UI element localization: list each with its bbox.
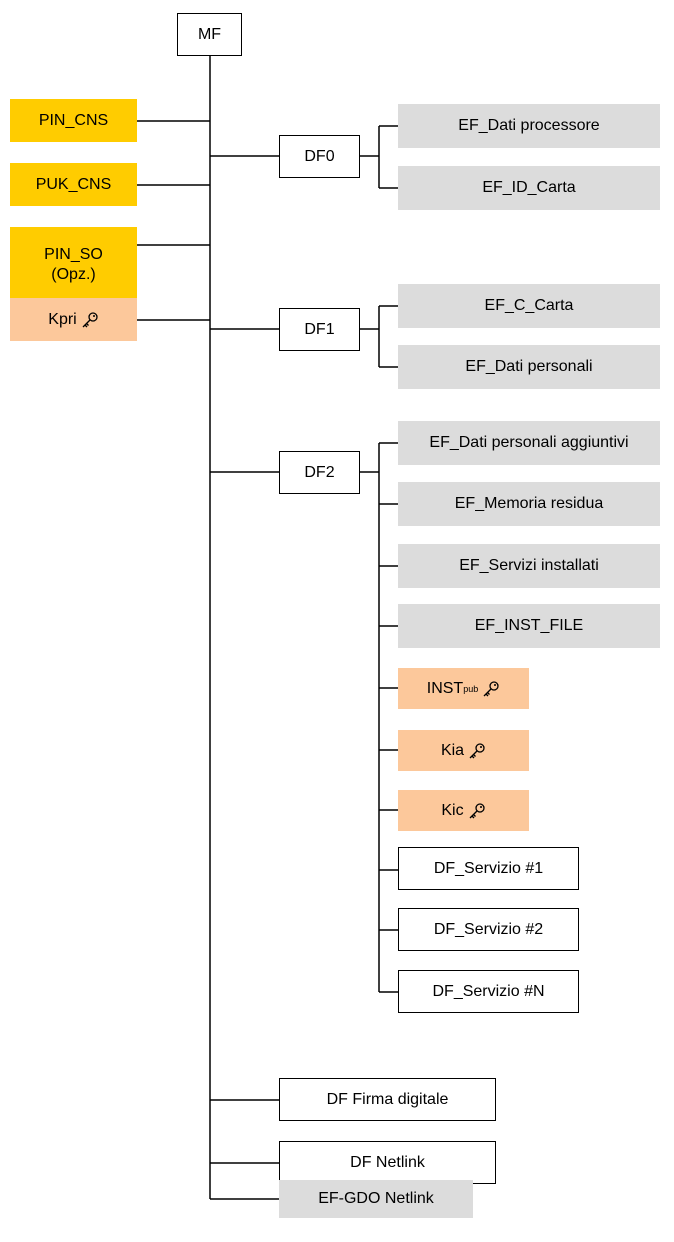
df-servizio-n-node: DF_Servizio #N: [398, 970, 579, 1013]
pin-cns-node: PIN_CNS: [10, 99, 137, 142]
ef-gdo-netlink-node: EF-GDO Netlink: [279, 1180, 473, 1218]
ef-dati-personali-aggiuntivi-label: EF_Dati personali aggiuntivi: [429, 434, 629, 451]
ef-c-carta-node: EF_C_Carta: [398, 284, 660, 328]
df2-label: DF2: [304, 463, 335, 481]
kic-label: Kic: [441, 801, 464, 819]
df-firma-digitale-node: DF Firma digitale: [279, 1078, 496, 1121]
ef-id-carta-node: EF_ID_Carta: [398, 166, 660, 210]
df1-node: DF1: [279, 308, 360, 351]
inst-pub-label: INST: [426, 679, 464, 697]
ef-dati-personali-aggiuntivi-node: EF_Dati personali aggiuntivi: [398, 421, 660, 465]
kia-label: Kia: [440, 741, 465, 759]
root-label: MF: [197, 25, 222, 43]
pin-so-label: PIN_SO: [44, 245, 103, 263]
puk-cns-label: PUK_CNS: [35, 175, 112, 193]
df-netlink-label: DF Netlink: [350, 1153, 425, 1171]
inst-pub-subscript: pub: [463, 683, 479, 694]
ef-memoria-residua-node: EF_Memoria residua: [398, 482, 660, 526]
df-servizio-n-label: DF_Servizio #N: [432, 982, 545, 1000]
df-servizio-2-label: DF_Servizio #2: [433, 920, 544, 938]
ef-dati-personali-node: EF_Dati personali: [398, 345, 660, 389]
ef-inst-file-node: EF_INST_FILE: [398, 604, 660, 648]
ef-dati-processore-label: EF_Dati processore: [458, 117, 600, 134]
ef-dati-processore-node: EF_Dati processore: [398, 104, 660, 148]
pin-cns-label: PIN_CNS: [38, 111, 109, 129]
key-icon: [482, 680, 500, 698]
ef-memoria-residua-label: EF_Memoria residua: [454, 495, 604, 512]
key-icon: [468, 742, 486, 760]
kpri-label: Kpri: [48, 310, 77, 328]
df-servizio-1-node: DF_Servizio #1: [398, 847, 579, 890]
ef-gdo-netlink-label: EF-GDO Netlink: [318, 1190, 434, 1207]
df0-node: DF0: [279, 135, 360, 178]
root-node-mf: MF: [177, 13, 242, 56]
df0-label: DF0: [304, 147, 335, 165]
ef-id-carta-label: EF_ID_Carta: [482, 179, 576, 196]
ef-servizi-installati-node: EF_Servizi installati: [398, 544, 660, 588]
pin-so-node: PIN_SO (Opz.): [10, 227, 137, 302]
df-netlink-node: DF Netlink: [279, 1141, 496, 1184]
kpri-node: Kpri: [10, 298, 137, 341]
puk-cns-node: PUK_CNS: [10, 163, 137, 206]
kic-key-node: Kic: [398, 790, 529, 831]
df-servizio-1-label: DF_Servizio #1: [433, 859, 544, 877]
key-icon: [81, 311, 99, 329]
ef-dati-personali-label: EF_Dati personali: [465, 358, 593, 375]
df1-label: DF1: [304, 320, 335, 338]
kia-key-node: Kia: [398, 730, 529, 771]
df2-node: DF2: [279, 451, 360, 494]
ef-inst-file-label: EF_INST_FILE: [474, 617, 584, 634]
key-icon: [468, 802, 486, 820]
ef-c-carta-label: EF_C_Carta: [484, 297, 574, 314]
pin-so-sublabel: (Opz.): [51, 265, 96, 283]
ef-servizi-installati-label: EF_Servizi installati: [459, 557, 599, 574]
df-servizio-2-node: DF_Servizio #2: [398, 908, 579, 951]
df-firma-digitale-label: DF Firma digitale: [326, 1090, 449, 1108]
